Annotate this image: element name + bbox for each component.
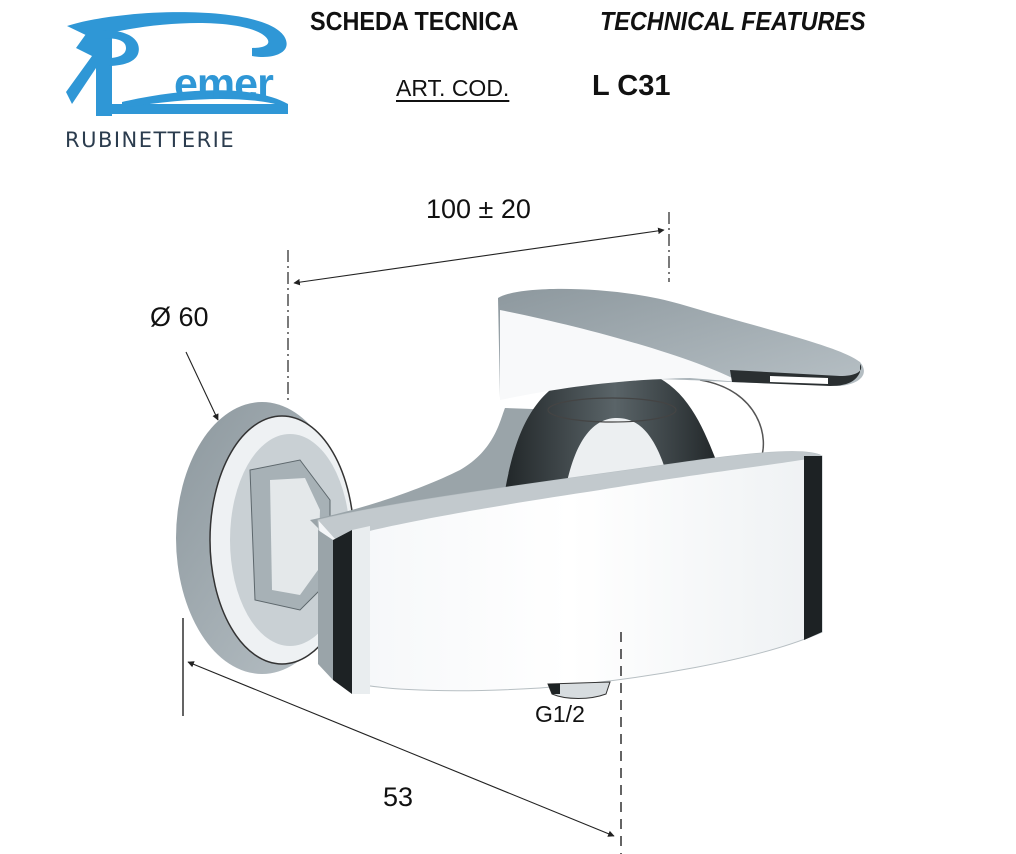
article-code-label: ART. COD. — [396, 75, 510, 101]
lever-handle — [498, 288, 864, 400]
connection-thread-label: G1/2 — [535, 701, 585, 727]
dimension-diameter-label: Ø 60 — [150, 302, 209, 332]
brand-logo: emer RUBINETTERIE — [62, 8, 292, 152]
title-english: TECHNICAL FEATURES — [600, 6, 866, 36]
article-code-value: L C31 — [592, 70, 671, 102]
brand-wordmark: emer — [174, 60, 274, 108]
dimension-depth-label: 53 — [383, 782, 414, 812]
title-italian: SCHEDA TECNICA — [310, 6, 519, 36]
mixer-body — [317, 451, 823, 694]
remer-logo-mark — [66, 12, 288, 116]
dimension-width — [287, 212, 670, 400]
dimension-diameter-leader — [185, 351, 219, 421]
dimension-depth — [182, 618, 622, 854]
outlet-connection — [547, 681, 611, 699]
brand-subtitle: RUBINETTERIE — [65, 128, 236, 152]
body-neck — [310, 408, 560, 540]
dimension-width-label: 100 ± 20 — [426, 194, 531, 224]
